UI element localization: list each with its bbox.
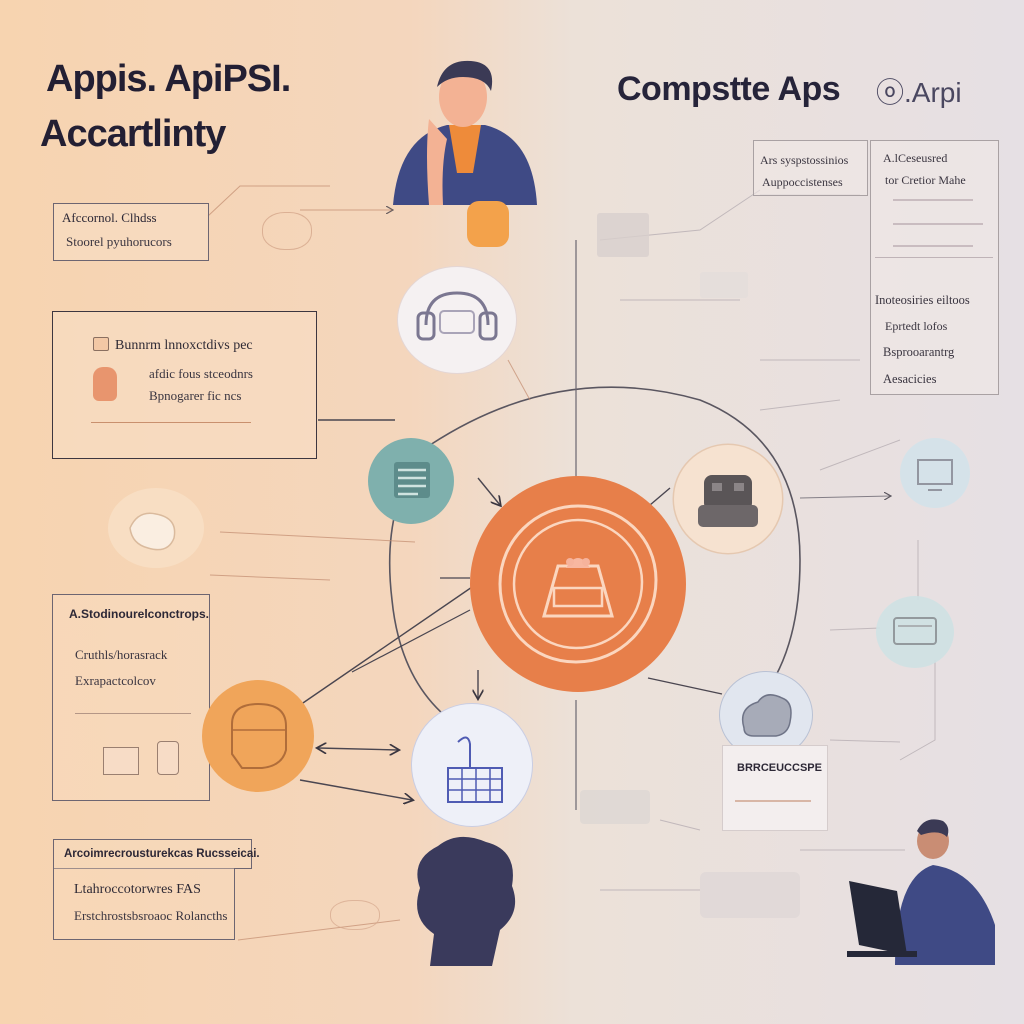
right-small-card-line2: Auppoccistenses — [762, 175, 843, 189]
right-node[interactable] — [674, 445, 782, 553]
right-tall-card-rule1 — [893, 199, 973, 201]
bottom-card-line2: Erstchrostsbsroaoc Rolancths — [74, 908, 228, 923]
person-thinking-illustration — [393, 60, 537, 247]
building-chart-icon — [447, 736, 503, 803]
calculator-icon — [103, 747, 139, 775]
middle-card-divider — [75, 713, 191, 714]
right-tall-card-line1: tor Cretior Mahe — [885, 173, 966, 187]
right-small-card-line1: Ars syspstossinios — [760, 153, 849, 167]
bottom-card-line1: Ltahroccotorwres FAS — [74, 882, 201, 897]
right-tall-card-line2: Inoteosiries eiltoos — [875, 293, 970, 307]
feature-card-line3: Bpnogarer fic ncs — [149, 388, 242, 403]
helmet-icon — [231, 702, 287, 769]
feature-card-figure-icon — [93, 367, 117, 401]
bottom-info-card: Ltahroccotorwres FAS Erstchrostsbsroaoc … — [53, 868, 235, 940]
left-orange-node[interactable] — [202, 680, 314, 792]
top-card-line1: Afccornol. Clhdss — [62, 210, 157, 225]
person-back-illustration — [417, 836, 516, 966]
right-small-card: Ars syspstossinios Auppoccistenses — [753, 140, 868, 196]
right-tall-card-rule3 — [893, 245, 973, 247]
bubble-note-card: BRRCEUCCSPE — [722, 745, 828, 831]
right-tall-card-rule2 — [893, 223, 983, 225]
right-tall-card-heading: A.lCeseusred — [883, 151, 948, 165]
list-icon — [394, 462, 430, 498]
left-title-line1: Appis. ApiPSI. — [46, 58, 291, 100]
bubble-note-rule — [735, 800, 811, 802]
top-node[interactable] — [398, 267, 516, 373]
right-tall-card-line3: Eprtedt lofos — [885, 319, 948, 333]
headphones-icon — [416, 291, 498, 341]
middle-info-card: A.Stodinourelconctrops. Cruthls/horasrac… — [52, 594, 210, 801]
right-tall-card-line4: Bsprooarantrg — [883, 345, 955, 359]
right-tall-card-line5: Aesacicies — [883, 372, 937, 386]
faded-screen-icon — [597, 213, 649, 257]
faded-keyboard-icon — [700, 272, 748, 298]
central-api-hub[interactable] — [470, 476, 686, 692]
device-icon — [893, 617, 937, 645]
feature-card-chip-icon — [93, 337, 109, 351]
middle-card-heading: A.Stodinourelconctrops. — [69, 607, 210, 621]
cloud-icon — [741, 694, 792, 737]
left-title-line2: Accartlinty — [40, 113, 226, 155]
faded-shoe-icon — [330, 900, 380, 930]
right-tall-card: A.lCeseusred tor Cretior Mahe Inoteosiri… — [870, 140, 999, 395]
faded-left-node — [108, 488, 204, 568]
bottom-card-header: Arcoimrecrousturekcas Rucsseicai. — [53, 839, 260, 869]
feature-card-divider — [91, 422, 251, 423]
hand-icon — [129, 512, 176, 551]
middle-card-line2: Exrapactcolcov — [75, 673, 156, 688]
robot-icon — [698, 475, 758, 527]
bubble-note-label: BRRCEUCCSPE — [737, 762, 822, 774]
top-card-line2: Stoorel pyuhorucors — [66, 234, 172, 249]
faded-laptop-icon — [700, 872, 800, 918]
top-info-card: Afccornol. Clhdss Stoorel pyuhorucors — [53, 203, 209, 261]
faded-cat-icon — [262, 212, 312, 250]
middle-card-line1: Cruthls/horasrack — [75, 647, 168, 662]
feature-card-line2: afdic fous stceodnrs — [149, 366, 253, 381]
bottom-node[interactable] — [412, 704, 532, 826]
right-title-suffix: ⓞ.Arpi — [876, 77, 962, 108]
far-right-node-1[interactable] — [900, 438, 970, 508]
far-right-node-2[interactable] — [876, 596, 954, 668]
monitor-icon — [917, 459, 953, 491]
api-hub-icon — [498, 504, 658, 664]
faded-printer-icon — [580, 790, 650, 824]
right-title: Compstte Aps — [617, 70, 841, 108]
left-node[interactable] — [368, 438, 454, 524]
feature-card: Bunnrm lnnoxctdivs pec afdic fous stceod… — [52, 311, 317, 459]
jar-icon — [157, 741, 179, 775]
right-tall-card-divider — [875, 257, 993, 258]
feature-card-line1: Bunnrm lnnoxctdivs pec — [115, 338, 253, 353]
bottom-card-heading: Arcoimrecrousturekcas Rucsseicai. — [64, 848, 260, 860]
person-laptop-illustration — [847, 819, 995, 965]
right-lower-node[interactable] — [720, 672, 812, 758]
